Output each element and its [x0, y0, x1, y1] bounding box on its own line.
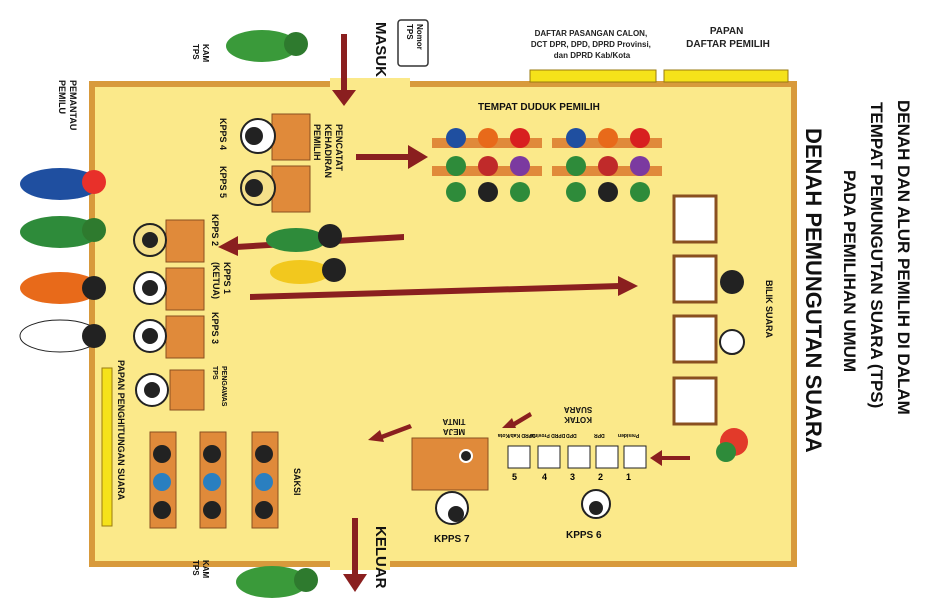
- kpps4-person: [240, 118, 276, 154]
- arrow-to-bilik-head: [618, 276, 638, 296]
- box-1-num: 1: [626, 472, 632, 482]
- arrow-to-seats-head: [408, 145, 428, 169]
- arrow-to-tinta-head: [502, 418, 516, 428]
- voter-list-board-label: PAPAN DAFTAR PEMILIH: [686, 26, 770, 50]
- voter-seats: [432, 128, 662, 202]
- kpps7-label: KPPS 7: [434, 534, 470, 545]
- keluar-label: KELUAR: [372, 526, 389, 589]
- kpps3-label: KPPS 3: [210, 312, 220, 345]
- arrow-to-bilik-shaft: [250, 283, 620, 300]
- box-5-num: 5: [512, 472, 518, 482]
- kam-tps-bottom: [236, 566, 318, 598]
- box-4-num: 4: [542, 472, 548, 482]
- voter-at-kotak: [716, 428, 748, 462]
- kpps1-label: KPPS 1 (KETUA): [211, 262, 232, 299]
- voting-booths: [672, 194, 745, 426]
- tempat-duduk-label: TEMPAT DUDUK PEMILIH: [478, 102, 600, 113]
- box-2-num: 2: [598, 472, 604, 482]
- arrow-to-exit-head: [368, 430, 384, 442]
- bilik-label: BILIK SUARA: [764, 280, 774, 338]
- arrow-to-kotak-shaft: [660, 456, 690, 460]
- voter-walking-2: [270, 258, 346, 284]
- box-5-label: DPRD Kab/Kota: [498, 432, 536, 438]
- kam-tps-top: [226, 30, 308, 62]
- saksi-people: [153, 445, 273, 519]
- kpps5-label: KPPS 5: [218, 166, 228, 199]
- candidate-board-label: DAFTAR PASANGAN CALON, DCT DPR, DPD, DPR…: [531, 29, 653, 60]
- kpps2-person: [133, 223, 167, 257]
- nomor-tps-label: Nomor TPS: [405, 24, 424, 50]
- box-2-label: DPR: [594, 432, 605, 438]
- arrow-to-exit-shaft: [378, 424, 412, 440]
- kpps5-person: [240, 170, 276, 206]
- voter-walking-1: [266, 224, 342, 252]
- kpps1-person: [133, 271, 167, 305]
- title-line1: DENAH DAN ALUR PEMILIH DI DALAM: [894, 100, 913, 415]
- box-1-label: Presiden: [618, 432, 640, 438]
- papan-hitung-label: PAPAN PENGHITUNGAN SUARA: [116, 360, 126, 501]
- title-big: DENAH PEMUNGUTAN SUARA: [801, 128, 826, 453]
- kpps7-person: [435, 491, 469, 525]
- kotak-label: KOTAK SUARA: [563, 405, 593, 424]
- title-line3: PADA PEMILIHAN UMUM: [840, 170, 859, 373]
- kpps6-label: KPPS 6: [566, 530, 602, 541]
- arrow-to-seats-shaft: [356, 154, 410, 160]
- pemantau-label: PEMANTAU PEMILU: [57, 80, 78, 131]
- kpps2-label: KPPS 2: [210, 214, 220, 247]
- box-3-num: 3: [570, 472, 576, 482]
- ink-pot: [459, 449, 473, 463]
- pencatat-table-1: [271, 113, 311, 161]
- entry-arrow-head: [332, 90, 356, 106]
- ink-table: [411, 437, 489, 491]
- exit-arrow-shaft: [352, 518, 358, 578]
- kpps3-table: [165, 315, 205, 359]
- candidate-board: [529, 69, 657, 83]
- pencatat-label: PENCATAT KEHADIRAN PEMILIH: [312, 124, 344, 178]
- box-3-label: DPD: [566, 432, 577, 438]
- pengawas-table: [169, 369, 205, 411]
- counting-board: [101, 367, 113, 527]
- kpps6-person: [581, 489, 611, 519]
- arrow-to-kotak-head: [650, 450, 662, 466]
- exit-arrow-head: [343, 574, 367, 592]
- kpps2-table: [165, 219, 205, 263]
- arrow-to-tinta-shaft: [510, 412, 532, 428]
- kpps3-person: [133, 319, 167, 353]
- masuk-label: MASUK: [372, 22, 389, 77]
- kpps4-label: KPPS 4: [218, 118, 228, 151]
- pengawas-person: [135, 373, 169, 407]
- arrow-to-ketua-head: [218, 236, 238, 256]
- entry-arrow-shaft: [341, 34, 347, 94]
- ballot-boxes: [507, 445, 647, 469]
- kpps1-table: [165, 267, 205, 311]
- exit-gap: [330, 556, 390, 570]
- kam-tps-top-label: KAM TPS: [191, 44, 210, 63]
- pencatat-table-2: [271, 165, 311, 213]
- meja-tinta-label: MEJA TINTA: [442, 417, 466, 436]
- pemantau-people: [19, 168, 106, 353]
- voter-list-board: [663, 69, 789, 83]
- entrance-gap: [330, 78, 410, 92]
- title-line2: TEMPAT PEMUNGUTAN SUARA (TPS): [867, 102, 886, 409]
- nomor-tps-sign: [397, 19, 429, 67]
- kam-tps-bottom-label: KAM TPS: [191, 560, 210, 579]
- saksi-label: SAKSI: [292, 468, 302, 496]
- pengawas-label: PENGAWAS TPS: [211, 366, 227, 407]
